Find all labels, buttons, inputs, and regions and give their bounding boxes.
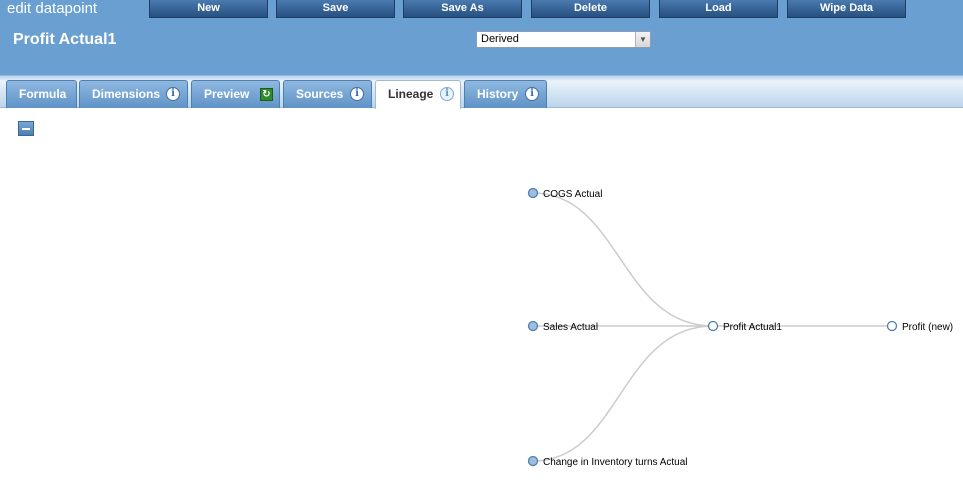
tab-sources[interactable]: Sources i bbox=[283, 80, 372, 108]
node-label-cogs-actual[interactable]: COGS Actual bbox=[543, 189, 602, 200]
type-select-value: Derived bbox=[481, 33, 519, 45]
save-button[interactable]: Save bbox=[276, 0, 395, 18]
target-node[interactable] bbox=[707, 320, 719, 332]
refresh-icon[interactable]: ↻ bbox=[260, 88, 273, 101]
tab-label: Preview bbox=[204, 87, 250, 101]
tab-label: Lineage bbox=[388, 87, 434, 101]
source-node[interactable] bbox=[527, 187, 539, 199]
wipe-data-button[interactable]: Wipe Data bbox=[787, 0, 906, 18]
tab-label: Formula bbox=[19, 87, 67, 101]
tab-lineage[interactable]: Lineage i bbox=[375, 80, 461, 109]
datapoint-name: Profit Actual1 bbox=[13, 31, 117, 48]
tab-bar: Formula Dimensions i Preview ↻ Sources i… bbox=[0, 72, 963, 109]
tab-preview[interactable]: Preview ↻ bbox=[191, 80, 280, 108]
tab-label: Sources bbox=[296, 87, 344, 101]
node-label-profit-new[interactable]: Profit (new) bbox=[902, 322, 953, 333]
lineage-graph: COGS Actual Sales Actual Change in Inven… bbox=[527, 187, 953, 468]
info-icon[interactable]: i bbox=[166, 87, 180, 101]
node-label-change-in-inventory[interactable]: Change in Inventory turns Actual bbox=[543, 457, 688, 468]
tab-label: History bbox=[477, 87, 519, 101]
downstream-node[interactable] bbox=[886, 320, 898, 332]
source-node[interactable] bbox=[527, 455, 539, 467]
chevron-down-icon[interactable]: ▼ bbox=[635, 32, 650, 47]
app-title: edit datapoint bbox=[7, 0, 98, 17]
node-label-sales-actual[interactable]: Sales Actual bbox=[543, 322, 598, 333]
info-icon[interactable]: i bbox=[525, 87, 539, 101]
tab-formula[interactable]: Formula bbox=[6, 80, 77, 108]
info-icon[interactable]: i bbox=[440, 87, 454, 101]
lineage-link bbox=[532, 325, 714, 462]
tab-label: Dimensions bbox=[92, 87, 161, 101]
save-as-button[interactable]: Save As bbox=[403, 0, 522, 18]
load-button[interactable]: Load bbox=[659, 0, 778, 18]
node-label-profit-actual1[interactable]: Profit Actual1 bbox=[723, 322, 782, 333]
tab-dimensions[interactable]: Dimensions i bbox=[79, 80, 188, 108]
collapse-button[interactable] bbox=[18, 121, 34, 136]
source-node[interactable] bbox=[527, 320, 539, 332]
lineage-link bbox=[532, 192, 714, 327]
delete-button[interactable]: Delete bbox=[531, 0, 650, 18]
new-button[interactable]: New bbox=[149, 0, 268, 18]
type-select[interactable]: Derived ▼ bbox=[476, 31, 651, 48]
tab-history[interactable]: History i bbox=[464, 80, 547, 108]
info-icon[interactable]: i bbox=[350, 87, 364, 101]
